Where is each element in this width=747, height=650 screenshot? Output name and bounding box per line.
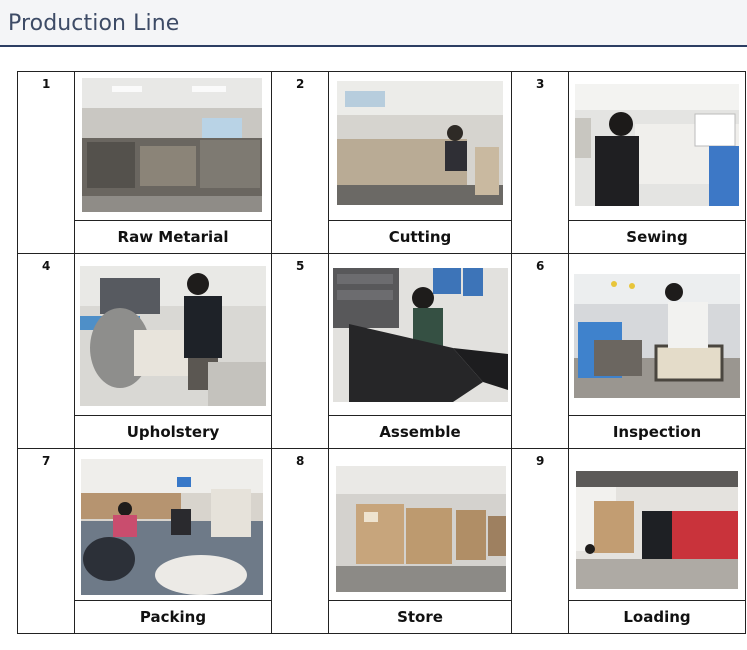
step-photo-inspection bbox=[568, 253, 746, 416]
step-label: Packing bbox=[74, 600, 272, 634]
step-label: Cutting bbox=[328, 220, 512, 254]
step-label: Assemble bbox=[328, 415, 512, 449]
step-photo-sewing bbox=[568, 71, 746, 221]
step-number: 7 bbox=[17, 448, 75, 634]
step-photo-loading bbox=[568, 448, 746, 601]
step-label: Store bbox=[328, 600, 512, 634]
step-label: Loading bbox=[568, 600, 746, 634]
step-number: 8 bbox=[271, 448, 329, 634]
page-header: Production Line bbox=[0, 0, 747, 47]
step-label: Upholstery bbox=[74, 415, 272, 449]
step-number: 2 bbox=[271, 71, 329, 254]
step-photo-store bbox=[328, 448, 512, 601]
step-number: 9 bbox=[511, 448, 569, 634]
step-photo-assemble bbox=[328, 253, 512, 416]
step-number: 3 bbox=[511, 71, 569, 254]
step-photo-raw-material bbox=[74, 71, 272, 221]
step-photo-upholstery bbox=[74, 253, 272, 416]
step-label: Sewing bbox=[568, 220, 746, 254]
step-photo-cutting bbox=[328, 71, 512, 221]
step-photo-packing bbox=[74, 448, 272, 601]
page-title: Production Line bbox=[8, 11, 180, 36]
step-number: 4 bbox=[17, 253, 75, 449]
step-label: Raw Metarial bbox=[74, 220, 272, 254]
step-label: Inspection bbox=[568, 415, 746, 449]
production-line-table: 1 2 bbox=[17, 71, 746, 634]
step-number: 6 bbox=[511, 253, 569, 449]
step-number: 5 bbox=[271, 253, 329, 449]
step-number: 1 bbox=[17, 71, 75, 254]
